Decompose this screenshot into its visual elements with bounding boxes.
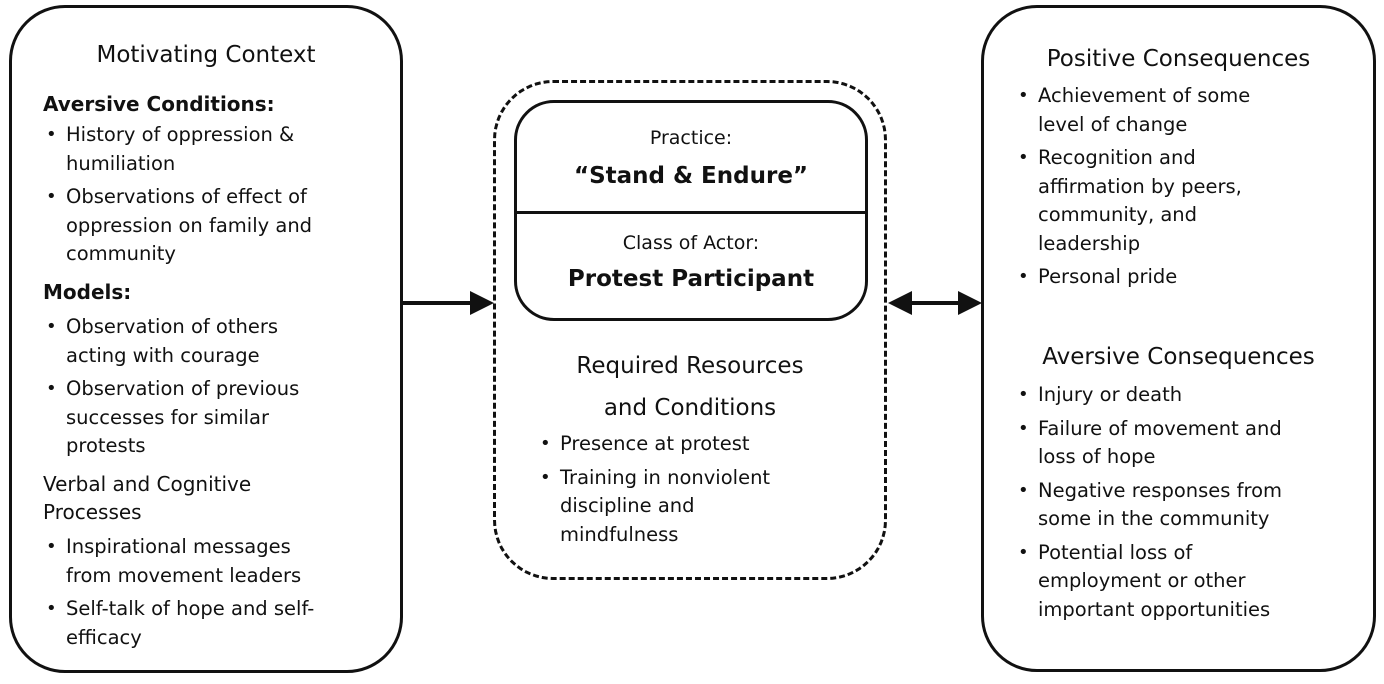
- models-list: Observation of others acting with courag…: [44, 313, 299, 466]
- motivating-context-title: Motivating Context: [96, 42, 316, 68]
- actor-name: Protest Participant: [567, 266, 815, 292]
- practice-dashed-container: [493, 80, 887, 580]
- list-item: Training in nonviolent discipline and mi…: [538, 464, 770, 550]
- practice-arrowhead-left: [888, 291, 912, 315]
- list-item: History of oppression & humiliation: [44, 121, 312, 178]
- list-item: Observation of others acting with courag…: [44, 313, 299, 370]
- aversive-conditions-list: History of oppression & humiliation Obse…: [44, 121, 312, 274]
- list-item: Recognition and affirmation by peers, co…: [1016, 144, 1250, 258]
- list-item: Inspirational messages from movement lea…: [44, 533, 314, 590]
- list-item: Observation of previous successes for si…: [44, 375, 299, 461]
- list-item: Failure of movement and loss of hope: [1016, 415, 1282, 472]
- verbal-cognitive-list: Inspirational messages from movement lea…: [44, 533, 314, 657]
- models-heading: Models:: [43, 280, 132, 304]
- list-item: Negative responses from some in the comm…: [1016, 477, 1282, 534]
- list-item: Personal pride: [1016, 263, 1250, 292]
- required-resources-title: Required Resources and Conditions: [576, 353, 804, 421]
- consequences-arrowhead-right: [958, 291, 982, 315]
- practice-box: Practice: “Stand & Endure” Class of Acto…: [514, 100, 868, 321]
- practice-name: “Stand & Endure”: [573, 163, 809, 189]
- list-item: Presence at protest: [538, 430, 770, 459]
- aversive-conditions-heading: Aversive Conditions:: [43, 92, 275, 116]
- required-resources-list: Presence at protest Training in nonviole…: [538, 430, 770, 554]
- list-item: Achievement of some level of change: [1016, 82, 1250, 139]
- actor-label: Class of Actor:: [622, 232, 760, 254]
- verbal-cognitive-heading: Verbal and Cognitive Processes: [43, 472, 252, 524]
- context-to-practice-arrowhead: [470, 291, 494, 315]
- motivating-context-box: Motivating Context Aversive Conditions: …: [9, 5, 403, 673]
- list-item: Observations of effect of oppression on …: [44, 183, 312, 269]
- positive-consequences-list: Achievement of some level of change Reco…: [1016, 82, 1250, 297]
- practice-divider: [517, 211, 865, 214]
- consequences-box: Positive Consequences Achievement of som…: [981, 5, 1376, 672]
- aversive-consequences-title: Aversive Consequences: [1042, 344, 1315, 370]
- positive-consequences-title: Positive Consequences: [1046, 46, 1311, 72]
- aversive-consequences-list: Injury or death Failure of movement and …: [1016, 381, 1282, 629]
- list-item: Self-talk of hope and self- efficacy: [44, 595, 314, 652]
- list-item: Potential loss of employment or other im…: [1016, 539, 1282, 625]
- practice-label: Practice:: [649, 127, 733, 149]
- list-item: Injury or death: [1016, 381, 1282, 410]
